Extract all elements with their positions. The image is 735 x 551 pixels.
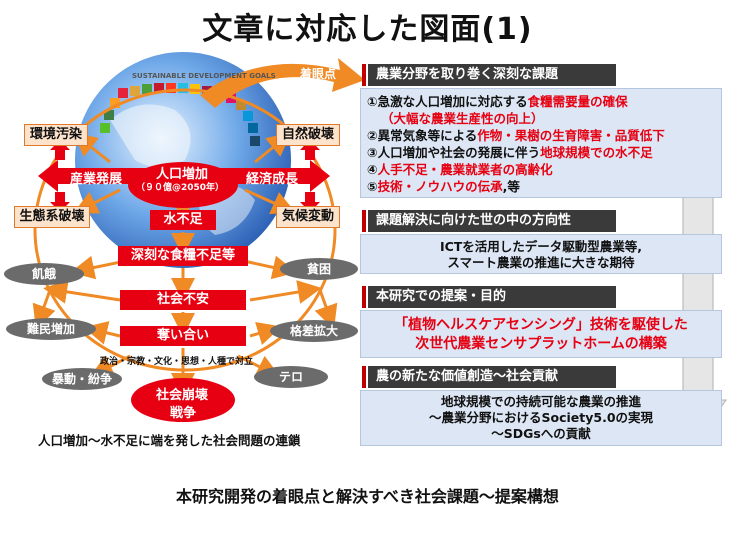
- water-shortage-box: 水不足: [150, 210, 216, 230]
- population-sub-label: （９０億@2050年）: [136, 183, 225, 193]
- section3-line: 次世代農業センサプラットホームの構築: [415, 336, 667, 352]
- conflict-box: 奪い合い: [120, 326, 246, 346]
- section1-line: ②異常気象等による作物・果樹の生育障害・品質低下: [367, 127, 721, 144]
- section4-line: ～農業分野におけるSociety5.0の実現: [428, 410, 654, 425]
- section4-line: 地球規模での持続可能な農業の推進: [440, 394, 641, 409]
- section1-text: 食糧需要量の確保: [527, 94, 628, 109]
- section1-text: ⑤: [367, 179, 378, 194]
- section1-text: ②異常気象等による: [367, 128, 478, 143]
- social-unrest-box: 社会不安: [120, 290, 246, 310]
- section2-panel: ICTを活用したデータ駆動型農業等, スマート農業の推進に大きな期待: [360, 234, 722, 274]
- section1-text: ④: [367, 162, 378, 177]
- section2-line: ICTを活用したデータ駆動型農業等,: [439, 239, 643, 254]
- industry-dev-label: 産業発展: [70, 172, 123, 187]
- section1-text: 作物・果樹の生育障害・品質低下: [477, 128, 665, 143]
- chain-caption: 人口増加～水不足に端を発した社会問題の連鎖: [38, 433, 301, 448]
- disparity-oval: 格差拡大: [270, 320, 358, 342]
- section2-line: スマート農業の推進に大きな期待: [447, 255, 635, 270]
- cycle-ring: [33, 88, 337, 372]
- section1-line: ③人口増加や社会の発展に伴う地球規模での水不足: [367, 144, 721, 161]
- section1-line: （大幅な農業生産性の向上）: [367, 110, 721, 127]
- section1-text: ①急激な人口増加に対応する: [367, 94, 528, 109]
- section1-line: ④人手不足・農業就業者の高齢化: [367, 161, 721, 178]
- terror-oval: テロ: [254, 366, 328, 388]
- section1-text: 地球規模での水不足: [540, 145, 653, 160]
- focus-arrow: [200, 58, 365, 108]
- figure-caption: 本研究開発の着眼点と解決すべき社会課題～提案構想: [176, 487, 559, 506]
- refugees-oval: 難民増加: [6, 318, 96, 340]
- hunger-oval: 飢餓: [4, 263, 84, 285]
- section1-text: 人手不足・農業就業者の高齢化: [377, 162, 553, 177]
- section4-header: 農の新たな価値創造～社会貢献: [362, 366, 616, 388]
- poverty-oval: 貧困: [280, 258, 358, 280]
- section1-header: 農業分野を取り巻く深刻な課題: [362, 64, 616, 86]
- economic-growth-label: 経済成長: [246, 172, 299, 187]
- war-label: 戦争: [170, 406, 197, 421]
- section3-panel: 「植物ヘルスケアセンシング」技術を駆使した 次世代農業センサプラットホームの構築: [360, 310, 722, 358]
- section1-panel: ①急激な人口増加に対応する食糧需要量の確保（大幅な農業生産性の向上）②異常気象等…: [360, 88, 722, 198]
- section1-text: ③人口増加や社会の発展に伴う: [367, 145, 541, 160]
- nature-destruction-box: 自然破壊: [276, 124, 340, 146]
- population-label: 人口増加: [156, 167, 209, 182]
- riots-oval: 暴動・紛争: [42, 368, 122, 390]
- conflict-note: 政治・宗教・文化・思想・人種で対立: [100, 357, 254, 367]
- focus-label: 着眼点: [300, 67, 337, 81]
- section2-header: 課題解決に向けた世の中の方向性: [362, 210, 616, 232]
- section1-text: ,等: [502, 179, 520, 194]
- section3-header: 本研究での提案・目的: [362, 286, 616, 308]
- climate-change-box: 気候変動: [276, 206, 340, 228]
- sdg-logo: SUSTAINABLE DEVELOPMENT GOALS: [132, 72, 276, 80]
- food-shortage-box: 深刻な食糧不足等: [118, 246, 248, 266]
- ecosystem-destruction-box: 生態系破壊: [14, 206, 90, 228]
- section3-line: 「植物ヘルスケアセンシング」技術を駆使した: [394, 317, 688, 333]
- section1-line: ①急激な人口増加に対応する食糧需要量の確保: [367, 93, 721, 110]
- section4-line: ～SDGsへの貢献: [491, 426, 591, 441]
- env-pollution-box: 環境汚染: [24, 124, 88, 146]
- collapse-label: 社会崩壊: [156, 388, 209, 403]
- page-title: 文章に対応した図面(1): [202, 12, 533, 47]
- section4-panel: 地球規模での持続可能な農業の推進 ～農業分野におけるSociety5.0の実現 …: [360, 390, 722, 446]
- section1-text: 技術・ノウハウの伝承: [377, 179, 503, 194]
- section1-text: （大幅な農業生産性の向上）: [381, 111, 544, 126]
- section1-line: ⑤技術・ノウハウの伝承,等: [367, 178, 721, 195]
